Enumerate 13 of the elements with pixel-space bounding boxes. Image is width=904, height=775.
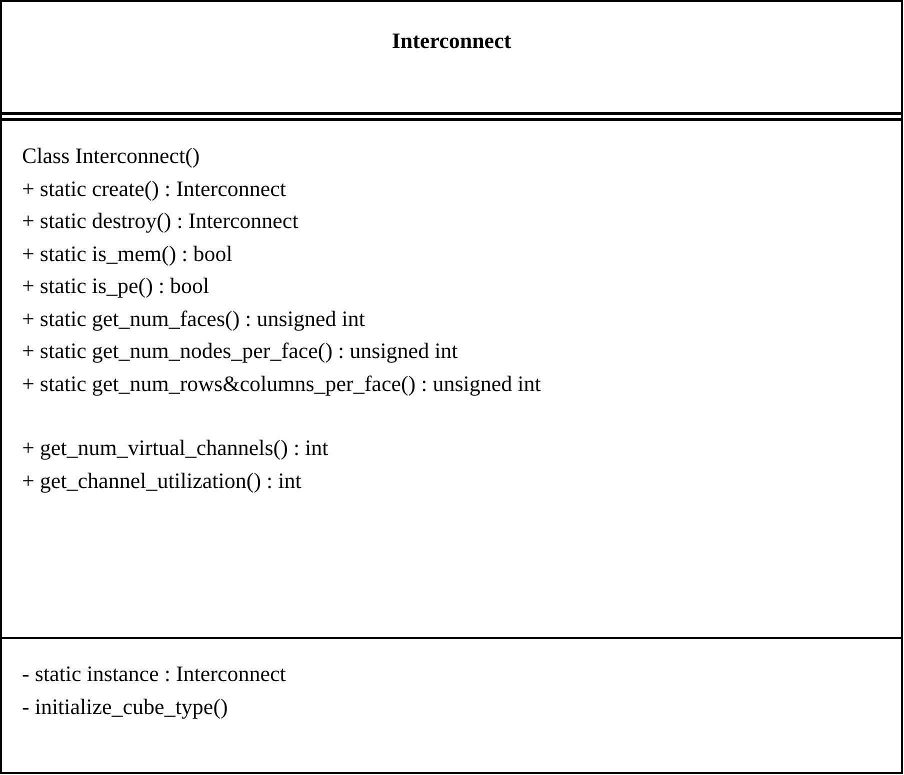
method-text: + static get_num_rows&columns_per_face() : unsigned int — [22, 370, 541, 396]
method-text: + static destroy() : Interconnect — [22, 208, 298, 234]
method-text: + static is_mem() : bool — [22, 240, 232, 266]
method-text: + get_channel_utilization() : int — [22, 468, 302, 494]
method-text: + static create() : Interconnect — [22, 176, 286, 202]
method-text: + static get_num_nodes_per_face() : unsigned int — [22, 338, 458, 364]
method-text: Class Interconnect() — [22, 143, 200, 169]
attribute-text: - initialize_cube_type() — [22, 694, 228, 720]
attribute-text: - static instance : Interconnect — [22, 661, 286, 687]
method-text: + static get_num_faces() : unsigned int — [22, 306, 365, 332]
class-name: Interconnect — [390, 28, 512, 54]
method-text: + get_num_virtual_channels() : int — [22, 435, 328, 461]
method-text: + static is_pe() : bool — [22, 273, 210, 299]
